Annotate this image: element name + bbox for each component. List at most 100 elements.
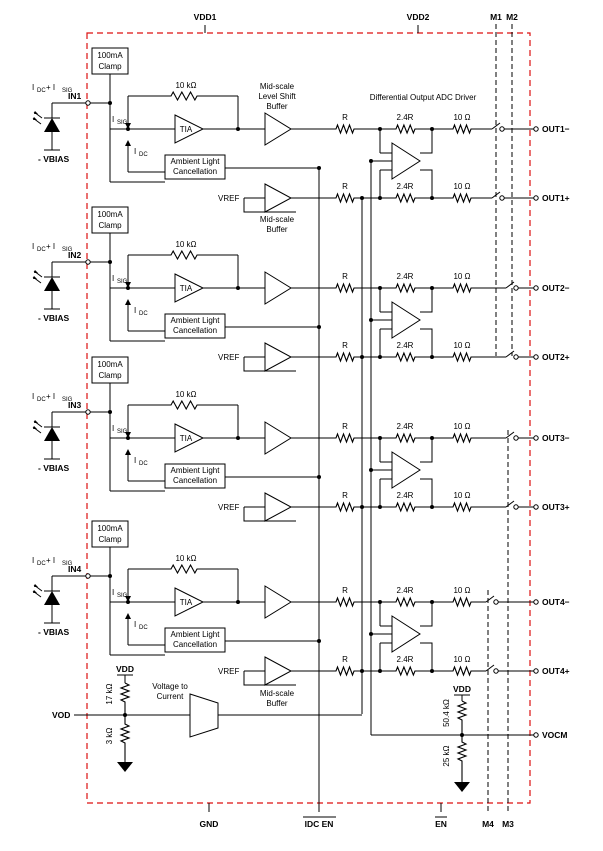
resistor-2p4r-bot <box>393 192 418 204</box>
en-pin: EN <box>435 819 447 829</box>
r24-bot-label: 2.4R <box>397 182 414 191</box>
feedback-resistor <box>168 399 201 411</box>
idc-en-pin: IDC EN <box>305 819 334 829</box>
v2i-label-1: Voltage to <box>152 682 188 691</box>
photocurrent-plus: + I <box>46 392 55 401</box>
r-top-label: R <box>342 422 348 431</box>
resistor-10-bot <box>450 192 474 204</box>
output-neg-label: OUT3− <box>542 433 570 443</box>
r-bot-label: R <box>342 341 348 350</box>
photocurrent-plus: + I <box>46 83 55 92</box>
vocm-pin: VOCM <box>542 730 568 740</box>
vod-resistor-3k <box>119 715 131 760</box>
adc-driver-amp <box>391 451 421 489</box>
level-shift-buffer <box>264 271 292 305</box>
input-resistor-top <box>333 596 357 608</box>
ambient-light-cancellation <box>164 313 226 339</box>
vocm-vdd-label: VDD <box>453 684 471 694</box>
resistor-2p4r-bot <box>393 501 418 513</box>
tia-label: TIA <box>180 125 193 134</box>
mid-buffer-1-label-2: Buffer <box>266 225 288 234</box>
mid-buffer-4-label-2: Buffer <box>266 699 288 708</box>
clamp-label-2: Clamp <box>98 371 122 380</box>
photocurrent-label: I <box>32 392 34 401</box>
r10-top-label: 10 Ω <box>453 272 470 281</box>
photocurrent-dc-sub: DC <box>37 88 46 94</box>
r-bot-label: R <box>342 491 348 500</box>
photocurrent-sig-sub: SIG <box>62 88 73 94</box>
alc-label-1: Ambient Light <box>171 630 221 639</box>
clamp-label-1: 100mA <box>97 210 123 219</box>
photocurrent-label: I <box>32 83 34 92</box>
isig-label: I <box>112 424 114 433</box>
vref-label: VREF <box>218 667 239 676</box>
vdd2-pin: VDD2 <box>407 12 430 22</box>
resistor-10-bot <box>450 665 474 677</box>
v2i-label-2: Current <box>157 692 184 701</box>
isig-label: I <box>112 115 114 124</box>
vocm-r-top-label: 50.4 kΩ <box>442 699 451 727</box>
vocm-r-bot-label: 25 kΩ <box>442 745 451 766</box>
clamp-label-2: Clamp <box>98 62 122 71</box>
vref-label: VREF <box>218 194 239 203</box>
r-top-label: R <box>342 272 348 281</box>
idc-label: I <box>134 620 136 629</box>
resistor-2p4r-bot <box>393 351 418 363</box>
idc-sub: DC <box>139 461 148 467</box>
clamp-label-1: 100mA <box>97 51 123 60</box>
r-bot-label: R <box>342 182 348 191</box>
r10-top-label: 10 Ω <box>453 586 470 595</box>
clamp-block <box>91 520 129 548</box>
r24-top-label: 2.4R <box>397 113 414 122</box>
vod-ground <box>117 762 133 772</box>
chip-boundary <box>86 32 531 804</box>
input-resistor-bot <box>333 351 357 363</box>
idc-label: I <box>134 456 136 465</box>
ambient-light-cancellation <box>164 154 226 180</box>
photodiode-2 <box>44 277 60 291</box>
alc-label-2: Cancellation <box>173 476 217 485</box>
input-resistor-top <box>333 432 357 444</box>
r24-top-label: 2.4R <box>397 586 414 595</box>
output-pos-label: OUT3+ <box>542 502 570 512</box>
tia-label: TIA <box>180 284 193 293</box>
clamp-label-2: Clamp <box>98 535 122 544</box>
alc-label-1: Ambient Light <box>171 316 221 325</box>
m2-pin: M2 <box>506 12 518 22</box>
vbias-label: - VBIAS <box>38 313 70 323</box>
level-shift-buffer <box>264 421 292 455</box>
vocm-resistor-50k <box>456 700 468 735</box>
feedback-label: 10 kΩ <box>175 554 196 563</box>
input-resistor-bot <box>333 665 357 677</box>
photocurrent-sig-sub: SIG <box>62 561 73 567</box>
r10-bot-label: 10 Ω <box>453 491 470 500</box>
vod-pin: VOD <box>52 710 70 720</box>
adc-driver-label: Differential Output ADC Driver <box>370 93 477 102</box>
level-shift-label-1: Mid-scale <box>260 82 295 91</box>
mid-scale-buffer <box>264 656 293 686</box>
input-pin-label: IN2 <box>68 250 82 260</box>
input-resistor-bot <box>333 501 357 513</box>
isig-sub: SIG <box>117 593 128 599</box>
photocurrent-dc-sub: DC <box>37 561 46 567</box>
vod-r-top-label: 17 kΩ <box>105 683 114 704</box>
level-shift-label-2: Level Shift <box>258 92 296 101</box>
m3-pin: M3 <box>502 819 514 829</box>
input-resistor-bot <box>333 192 357 204</box>
input-pin-label: IN1 <box>68 91 82 101</box>
isig-sub: SIG <box>117 429 128 435</box>
feedback-label: 10 kΩ <box>175 240 196 249</box>
clamp-label-1: 100mA <box>97 360 123 369</box>
tia-amplifier <box>174 114 205 144</box>
clamp-block <box>91 206 129 234</box>
r10-top-label: 10 Ω <box>453 422 470 431</box>
photocurrent-dc-sub: DC <box>37 397 46 403</box>
vref-label: VREF <box>218 503 239 512</box>
feedback-label: 10 kΩ <box>175 81 196 90</box>
vocm-resistor-25k <box>456 735 468 780</box>
tia-label: TIA <box>180 434 193 443</box>
r-bot-label: R <box>342 655 348 664</box>
vbias-label: - VBIAS <box>38 154 70 164</box>
